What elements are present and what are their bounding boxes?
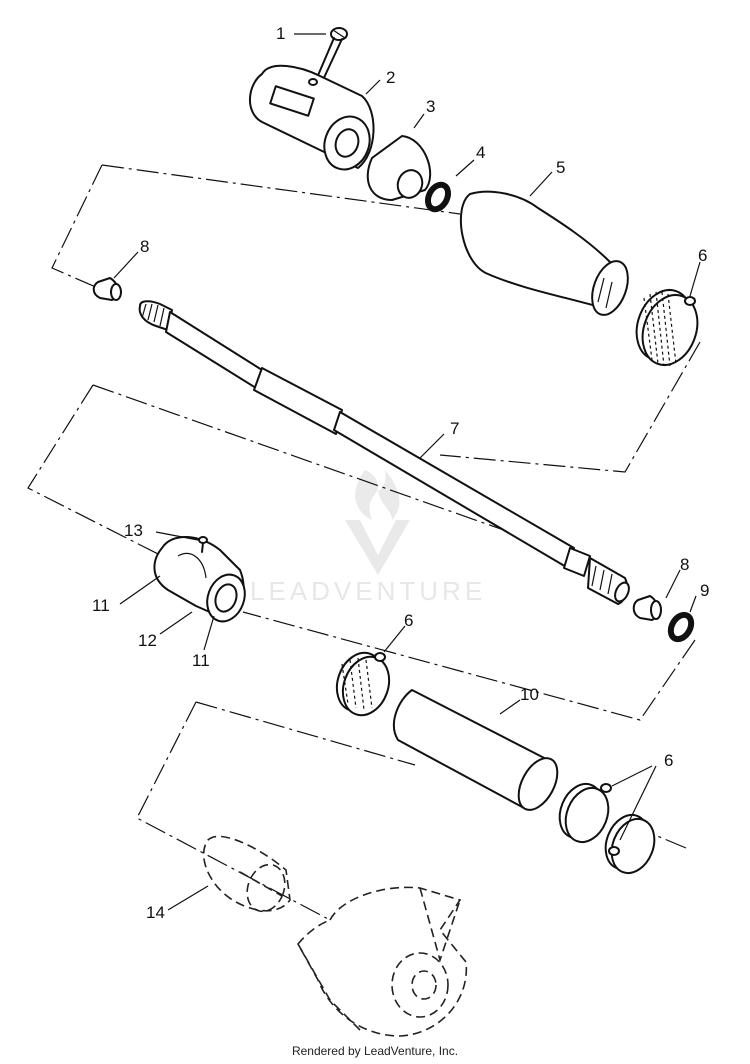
callout-8-bottom: 8 xyxy=(680,555,689,574)
callout-2: 2 xyxy=(386,68,395,87)
footer-credit: Rendered by LeadVenture, Inc. xyxy=(291,1044,459,1058)
callout-labels: 1 2 3 4 5 6 8 7 13 11 12 11 6 8 9 10 6 1… xyxy=(92,24,709,922)
part-10-tube xyxy=(393,689,559,811)
part-6-clamp-lower-right xyxy=(604,813,656,875)
part-12-bearing-housing xyxy=(153,535,246,623)
leader-lines xyxy=(113,33,701,911)
callout-10: 10 xyxy=(520,685,539,704)
part-6-clamp-lower-left xyxy=(558,782,612,844)
impeller xyxy=(297,886,468,1037)
part-6-clamp-top xyxy=(635,289,699,367)
watermark-logo: LEADVENTURE xyxy=(250,470,486,606)
part-9-washer xyxy=(667,611,695,643)
callout-5: 5 xyxy=(556,158,565,177)
callout-3: 3 xyxy=(426,97,435,116)
part-8-bushing-top xyxy=(92,277,122,301)
callout-8-top: 8 xyxy=(140,237,149,256)
callout-9: 9 xyxy=(700,581,709,600)
callout-1: 1 xyxy=(276,24,285,43)
part-2-housing xyxy=(248,64,375,171)
connector-lines xyxy=(27,164,701,921)
callout-6-middle: 6 xyxy=(404,611,413,630)
part-3-cone xyxy=(366,135,432,201)
callout-13: 13 xyxy=(124,521,143,540)
callout-6-top: 6 xyxy=(698,246,707,265)
callout-7: 7 xyxy=(450,419,459,438)
part-7-drive-shaft xyxy=(138,300,630,605)
watermark-text: LEADVENTURE xyxy=(250,576,486,606)
part-1-screw xyxy=(315,27,348,83)
callout-14: 14 xyxy=(146,903,165,922)
part-13-grease-fitting xyxy=(198,536,208,553)
part-6-clamp-middle xyxy=(335,651,391,717)
part-4-washer xyxy=(424,181,452,213)
callout-6-lower: 6 xyxy=(664,751,673,770)
callout-4: 4 xyxy=(476,143,485,162)
part-5-boot xyxy=(459,190,629,316)
part-14-adapter xyxy=(203,835,291,913)
part-8-bushing-bottom xyxy=(632,595,662,621)
callout-11-outer: 11 xyxy=(92,596,110,615)
callout-11-inner: 11 xyxy=(192,651,210,670)
callout-12: 12 xyxy=(138,631,157,650)
